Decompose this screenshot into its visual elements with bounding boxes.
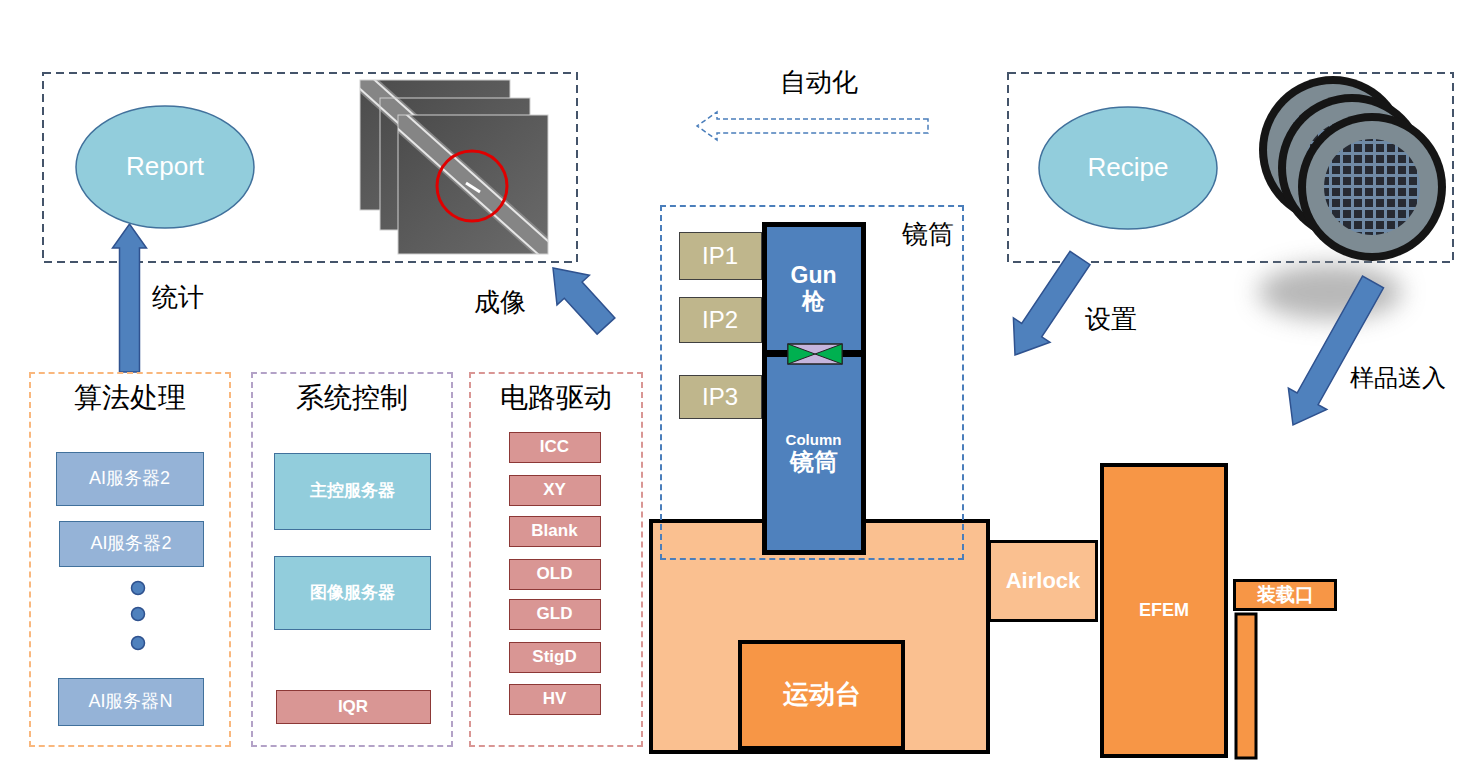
ellipse-shape bbox=[76, 106, 254, 228]
node-text: 枪 bbox=[802, 288, 825, 314]
wafer bbox=[1298, 113, 1446, 261]
node-text: StigD bbox=[532, 647, 576, 667]
node-text: 主控服务器 bbox=[310, 481, 395, 501]
server-box: 图像服务器 bbox=[274, 556, 431, 630]
driver-box: HV bbox=[509, 684, 601, 715]
node-text: 镜筒 bbox=[902, 220, 954, 250]
valve-wing bbox=[788, 344, 815, 364]
automation-arrow bbox=[697, 112, 928, 140]
module-box: 运动台 bbox=[738, 640, 905, 750]
annotation-label: 样品送入 bbox=[1350, 364, 1446, 392]
node-text: 镜筒 bbox=[790, 448, 838, 476]
column-box: Column镜筒 bbox=[762, 352, 866, 555]
ellipsis-dot bbox=[132, 608, 145, 621]
node-text: Blank bbox=[531, 521, 577, 541]
driver-box: IQR bbox=[276, 690, 431, 724]
ion-pump-box: IP3 bbox=[679, 375, 762, 419]
ellipsis-dot bbox=[132, 637, 145, 650]
node-text: 装载口 bbox=[1257, 584, 1314, 606]
node-text: Recipe bbox=[1088, 153, 1169, 183]
node-text: IQR bbox=[338, 697, 368, 717]
server-box: AI服务器2 bbox=[56, 452, 204, 506]
column-group: 镜筒IP1IP2IP3Gun枪Column镜筒 bbox=[660, 205, 964, 560]
node-text: HV bbox=[543, 689, 567, 709]
sample-load-arrow bbox=[1288, 276, 1383, 425]
node-text: Airlock bbox=[1006, 568, 1081, 593]
imaging-arrow bbox=[553, 268, 615, 334]
node-text: EFEM bbox=[1139, 600, 1189, 621]
driver-box: ICC bbox=[509, 432, 601, 463]
block-arrow bbox=[113, 224, 147, 372]
server-box: AI服务器2 bbox=[59, 521, 204, 567]
loadport-box: 装载口 bbox=[1233, 579, 1337, 611]
annotation-label: 设置 bbox=[1085, 305, 1137, 335]
node-text: Report bbox=[126, 152, 204, 182]
dashed-group: 电路驱动 ICC XY BlankOLD GLD StigD HV bbox=[469, 372, 643, 747]
sem-line-edge bbox=[398, 120, 548, 254]
ellipsis-dot bbox=[132, 582, 145, 595]
edge-label: 统计 bbox=[152, 283, 204, 313]
defect-circle bbox=[437, 151, 507, 221]
driver-box: GLD bbox=[509, 599, 601, 630]
recipe-group-outline bbox=[1008, 73, 1453, 262]
ellipse-node: Report bbox=[75, 105, 255, 229]
node-text: AI服务器2 bbox=[89, 468, 170, 489]
node-text: OLD bbox=[537, 564, 573, 584]
module-box: EFEM bbox=[1100, 463, 1228, 758]
sem-image bbox=[388, 98, 558, 272]
node-text: XY bbox=[543, 480, 566, 500]
annotation-label: 成像 bbox=[474, 288, 526, 318]
driver-box: XY bbox=[509, 475, 601, 506]
node-text: 系统控制 bbox=[253, 382, 451, 414]
driver-box: Blank bbox=[509, 516, 601, 547]
ion-pump-box: IP2 bbox=[679, 297, 762, 343]
node-text: ICC bbox=[540, 437, 569, 457]
node-text: 图像服务器 bbox=[310, 583, 395, 603]
ellipse-node: Recipe bbox=[1038, 106, 1218, 230]
sem-line-edge bbox=[398, 115, 548, 250]
node-text: GLD bbox=[537, 604, 573, 624]
node-text: IP1 bbox=[702, 242, 738, 270]
driver-box: StigD bbox=[509, 642, 601, 673]
loadport-stand bbox=[1236, 614, 1256, 758]
ellipse-shape bbox=[1039, 107, 1217, 229]
ion-pump-box: IP1 bbox=[679, 232, 762, 280]
annotation-label: 自动化 bbox=[780, 68, 858, 98]
node-text: 电路驱动 bbox=[471, 382, 641, 414]
sem-image-content bbox=[398, 115, 548, 254]
defect-mark bbox=[466, 183, 480, 192]
node-text: 算法处理 bbox=[31, 382, 229, 414]
server-box: 主控服务器 bbox=[274, 453, 431, 530]
node-text: IP3 bbox=[702, 383, 738, 411]
dashed-group: 算法处理AI服务器2AI服务器2AI服务器N bbox=[29, 372, 231, 747]
driver-box: OLD bbox=[509, 559, 601, 590]
vacuum-chamber bbox=[651, 521, 988, 752]
gate-valve bbox=[788, 344, 842, 364]
valve-body bbox=[788, 344, 842, 364]
valve-wing bbox=[815, 344, 842, 364]
node-text: Column bbox=[786, 431, 842, 448]
wafer-face bbox=[1306, 121, 1438, 253]
wafer-dies bbox=[1324, 139, 1420, 235]
server-box: AI服务器N bbox=[58, 678, 204, 726]
node-text: AI服务器N bbox=[88, 691, 172, 712]
dashed-group: 系统控制主控服务器图像服务器 IQR bbox=[251, 372, 453, 747]
sem-image-frame bbox=[398, 115, 548, 254]
sem-line-feature bbox=[398, 115, 548, 254]
node-text: Gun bbox=[791, 262, 837, 288]
node-text: 运动台 bbox=[783, 680, 861, 710]
setup-arrow bbox=[1013, 251, 1090, 355]
node-text: AI服务器2 bbox=[90, 533, 171, 554]
wafer-rim bbox=[1298, 113, 1446, 261]
node-text: IP2 bbox=[702, 306, 738, 334]
column-box: Gun枪 bbox=[762, 222, 866, 355]
airlock-box: Airlock bbox=[988, 540, 1098, 622]
